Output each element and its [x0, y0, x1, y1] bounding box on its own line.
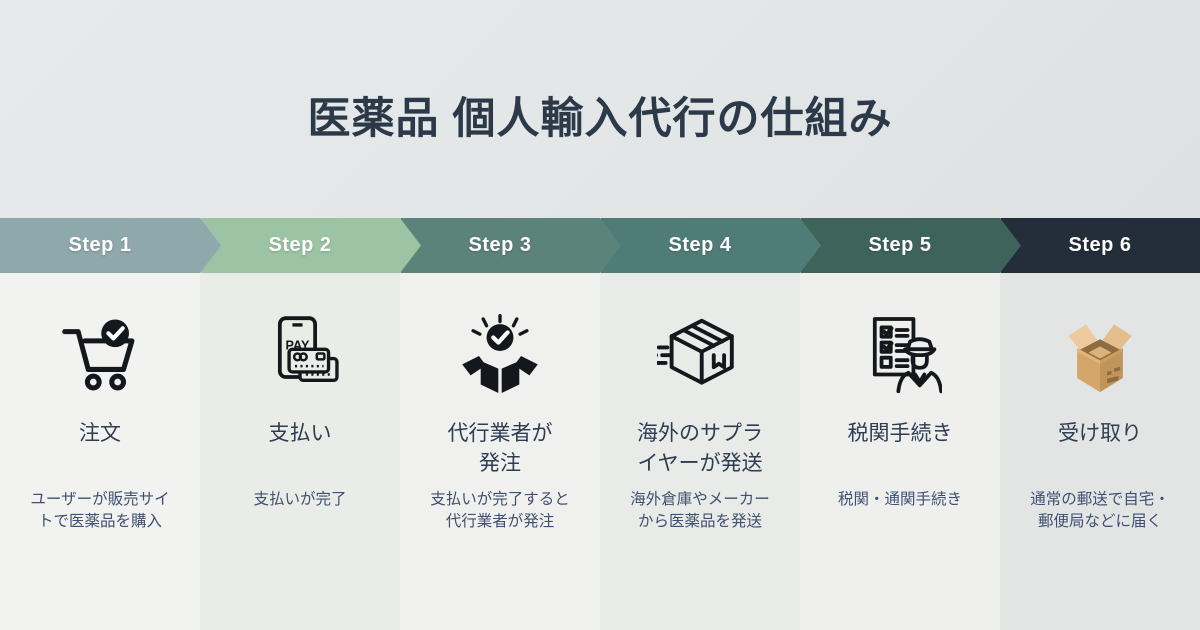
step-title: 注文 — [79, 422, 121, 445]
step-column-order: 注文 ユーザーが販売サイ トで医薬品を購入 — [0, 273, 200, 630]
step-label-6: Step 6 — [1068, 234, 1132, 256]
step-header-4: Step 4 — [600, 218, 821, 273]
step-column-customs: 税関手続き 税関・通関手続き — [800, 273, 1000, 630]
step-column-payment: PAY 支払い 支払いが完了 — [200, 273, 400, 630]
step-column-supplier-ship: 海外のサプラ イヤーが発送 海外倉庫やメーカー から医薬品を発送 — [600, 273, 800, 630]
step-header-3: Step 3 — [400, 218, 621, 273]
phone-pay-icon: PAY — [200, 315, 400, 397]
box-check-icon — [400, 314, 600, 397]
step-title: 代行業者が 発注 — [447, 422, 553, 475]
step-description: 支払いが完了 — [253, 491, 347, 508]
step-label-3: Step 3 — [468, 234, 532, 256]
title-area: 医薬品 個人輸入代行の仕組み — [0, 0, 1200, 218]
cart-check-icon — [0, 315, 200, 397]
step-description: 通常の郵送で自宅・ 郵便局などに届く — [1030, 491, 1170, 530]
step-description: 海外倉庫やメーカー から医薬品を発送 — [630, 491, 770, 530]
steps-band: Step 1 Step 2 Step 3 Step 4 Step 5 Step … — [0, 218, 1200, 273]
step-label-2: Step 2 — [268, 234, 332, 256]
step-description: ユーザーが販売サイ トで医薬品を購入 — [30, 491, 170, 530]
step-title: 税関手続き — [847, 422, 953, 445]
step-column-receive: 受け取り 通常の郵送で自宅・ 郵便局などに届く — [1000, 273, 1200, 630]
step-label-5: Step 5 — [868, 234, 932, 256]
open-carton-icon — [1000, 315, 1200, 397]
step-title: 支払い — [268, 422, 332, 445]
step-description: 税関・通関手続き — [837, 491, 962, 508]
shipping-box-icon — [600, 315, 800, 397]
customs-officer-icon — [800, 315, 1000, 397]
step-header-6: Step 6 — [1000, 218, 1200, 273]
step-title: 海外のサプラ イヤーが発送 — [637, 422, 763, 475]
step-header-2: Step 2 — [200, 218, 421, 273]
page-title: 医薬品 個人輸入代行の仕組み — [307, 95, 893, 143]
steps-columns: 注文 ユーザーが販売サイ トで医薬品を購入 PAY 支払い — [0, 273, 1200, 630]
step-header-1: Step 1 — [0, 218, 221, 273]
step-title: 受け取り — [1058, 422, 1142, 445]
step-column-agent-order: 代行業者が 発注 支払いが完了すると 代行業者が発注 — [400, 273, 600, 630]
step-header-5: Step 5 — [800, 218, 1021, 273]
step-label-1: Step 1 — [68, 234, 132, 256]
step-label-4: Step 4 — [668, 234, 732, 256]
step-description: 支払いが完了すると 代行業者が発注 — [430, 491, 570, 530]
